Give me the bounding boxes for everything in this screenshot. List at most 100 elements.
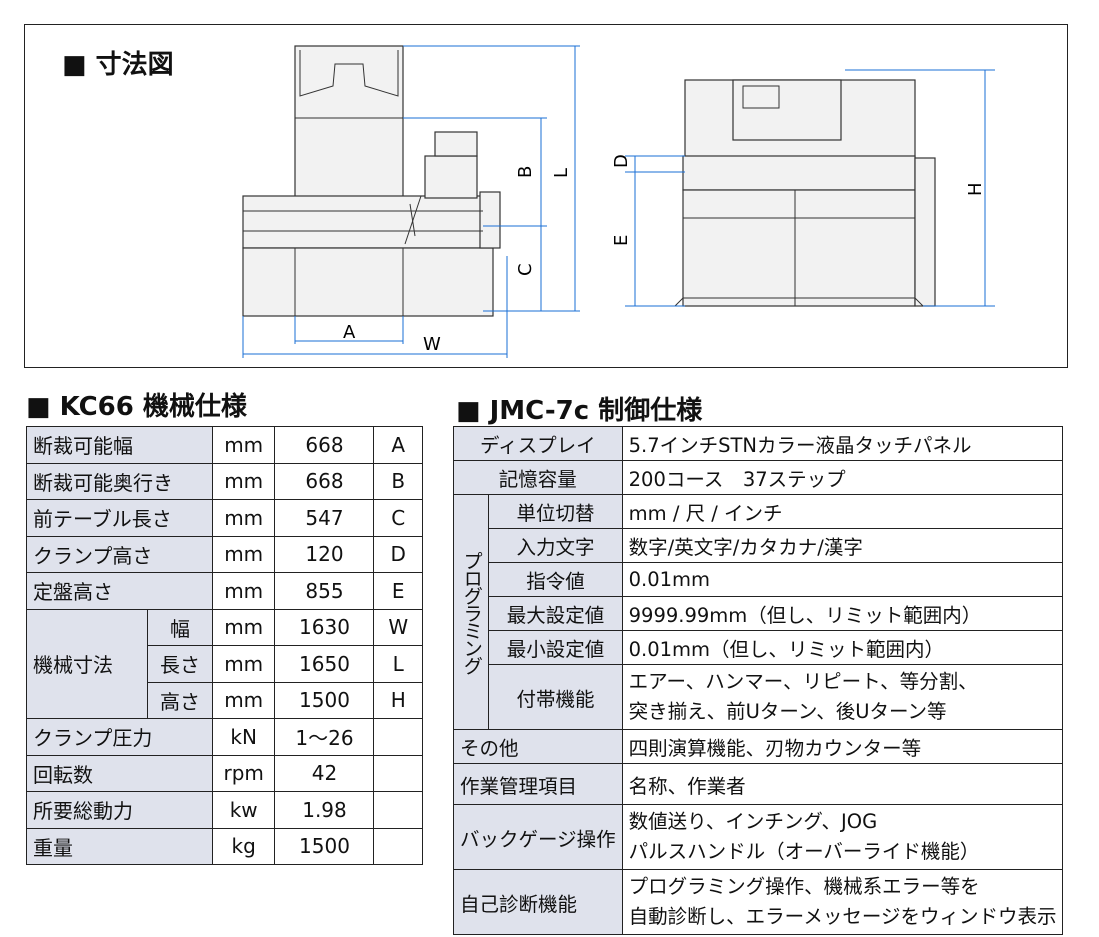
control-spec-title: ■ JMC-7c 制御仕様	[456, 396, 703, 426]
spec-code: D	[373, 535, 423, 573]
ctrl-label: 単位切替	[488, 494, 623, 529]
ctrl-value-line: 突き揃え、前Uターン、後Uターン等	[628, 700, 947, 723]
front-view-drawing: D E H	[611, 69, 995, 307]
spec-value: 1500	[274, 827, 375, 865]
table-row: 高さ mm 1500 H	[27, 681, 423, 719]
spec-value: 547	[274, 499, 375, 537]
spec-code: B	[373, 462, 423, 500]
ctrl-value: 名称、作業者	[621, 763, 1064, 805]
spec-value: 668	[274, 462, 375, 500]
spec-value: 1650	[274, 645, 375, 683]
control-spec-table: ディスプレイ 5.7インチSTNカラー液晶タッチパネル 記憶容量 200コース …	[452, 426, 1064, 935]
ctrl-value-line: パルスハンドル（オーバーライド機能）	[628, 840, 980, 863]
spec-value: 42	[274, 754, 375, 792]
table-row: 重量 kg 1500	[26, 827, 423, 865]
ctrl-label: ディスプレイ	[453, 426, 623, 461]
ctrl-label: 指令値	[488, 562, 623, 597]
table-row: 指令値 0.01mm	[454, 562, 1064, 597]
table-row: 回転数 rpm 42	[26, 754, 423, 792]
spec-label: 所要総動力	[26, 791, 213, 829]
table-row: 付帯機能 エアー、ハンマー、リピート、等分割、突き揃え、前Uターン、後Uターン等	[454, 664, 1064, 730]
spec-label: 断裁可能幅	[26, 426, 213, 464]
diagram-title: ■ 寸法図	[62, 50, 174, 80]
table-row: その他 四則演算機能、刃物カウンター等	[453, 729, 1064, 764]
ctrl-value: 数値送り、インチング、JOG パルスハンドル（オーバーライド機能）	[621, 804, 1064, 870]
side-view-drawing: A W B C L	[242, 45, 580, 358]
spec-unit: mm	[211, 535, 276, 573]
ctrl-value: 5.7インチSTNカラー液晶タッチパネル	[621, 426, 1064, 461]
table-row: 定盤高さ mm 855 E	[26, 572, 423, 610]
spec-code: E	[373, 572, 423, 610]
ctrl-label: その他	[453, 729, 623, 764]
ctrl-value: プログラミング操作、機械系エラー等を自動診断し、エラーメッセージをウィンドウ表示	[621, 869, 1064, 935]
spec-label: 断裁可能奥行き	[26, 462, 213, 500]
spec-code	[373, 718, 423, 756]
table-row: バックゲージ操作 数値送り、インチング、JOG パルスハンドル（オーバーライド機能…	[453, 804, 1064, 870]
dim-l-label: L	[551, 168, 572, 178]
spec-unit: mm	[211, 499, 276, 537]
dim-d-label: D	[611, 154, 632, 168]
ctrl-group-label: プログラミング	[452, 494, 490, 730]
table-row: 断裁可能奥行き mm 668 B	[26, 462, 423, 500]
ctrl-value-line: プログラミング操作、機械系エラー等を	[628, 875, 980, 898]
ctrl-label: 自己診断機能	[453, 869, 623, 935]
ctrl-value: 四則演算機能、刃物カウンター等	[621, 729, 1064, 764]
spec-value: 1500	[274, 681, 375, 719]
table-row: 長さ mm 1650 L	[27, 645, 423, 683]
ctrl-value-line: 自動診断し、エラーメッセージをウィンドウ表示	[628, 905, 1057, 928]
ctrl-value: 9999.99mm（但し、リミット範囲内）	[621, 596, 1064, 631]
spec-code: C	[373, 499, 423, 537]
spec-code	[373, 791, 423, 829]
spec-unit: mm	[211, 608, 276, 646]
machine-spec-table: 断裁可能幅 mm 668 A 断裁可能奥行き mm 668 B 前テーブル長さ …	[25, 426, 423, 865]
ctrl-label: 作業管理項目	[453, 763, 623, 805]
dim-h-label: H	[965, 182, 986, 196]
ctrl-value: 0.01mm（但し、リミット範囲内）	[621, 630, 1064, 665]
spec-code: A	[373, 426, 423, 464]
ctrl-value-line: 数値送り、インチング、JOG	[628, 810, 878, 833]
table-row: 自己診断機能 プログラミング操作、機械系エラー等を自動診断し、エラーメッセージを…	[453, 869, 1064, 935]
table-row: 前テーブル長さ mm 547 C	[26, 499, 423, 537]
table-row: 記憶容量 200コース 37ステップ	[453, 460, 1064, 495]
ctrl-label: 記憶容量	[453, 460, 623, 495]
spec-unit: mm	[211, 462, 276, 500]
machine-spec-title: ■ KC66 機械仕様	[26, 392, 247, 422]
spec-label: 重量	[26, 827, 213, 865]
table-row: クランプ高さ mm 120 D	[26, 535, 423, 573]
ctrl-value: エアー、ハンマー、リピート、等分割、突き揃え、前Uターン、後Uターン等	[621, 664, 1064, 730]
ctrl-value: 数字/英文字/カタカナ/漢字	[621, 528, 1064, 563]
spec-sub-label: 高さ	[147, 681, 213, 719]
spec-unit: mm	[211, 572, 276, 610]
spec-unit: kN	[211, 718, 276, 756]
spec-code: W	[373, 608, 423, 646]
spec-value: 1630	[274, 608, 375, 646]
table-row: クランプ圧力 kN 1〜26	[26, 718, 423, 756]
table-row: 入力文字 数字/英文字/カタカナ/漢字	[454, 528, 1064, 563]
table-row: 所要総動力 kw 1.98	[26, 791, 423, 829]
ctrl-label: バックゲージ操作	[453, 804, 623, 870]
spec-label: クランプ高さ	[26, 535, 213, 573]
spec-unit: mm	[211, 426, 276, 464]
spec-sub-label: 幅	[147, 608, 213, 646]
spec-sub-label: 長さ	[147, 645, 213, 683]
spec-value: 1.98	[274, 791, 375, 829]
spec-value: 1〜26	[274, 718, 375, 756]
ctrl-label: 付帯機能	[488, 664, 623, 730]
spec-unit: kw	[211, 791, 276, 829]
spec-label: 前テーブル長さ	[26, 499, 213, 537]
spec-value: 668	[274, 426, 375, 464]
spec-label: クランプ圧力	[26, 718, 213, 756]
spec-unit: rpm	[211, 754, 276, 792]
dim-w-label: W	[423, 334, 441, 355]
table-row: 断裁可能幅 mm 668 A	[26, 426, 423, 464]
dim-a-label: A	[343, 322, 356, 343]
spec-unit: mm	[211, 681, 276, 719]
ctrl-value: 200コース 37ステップ	[621, 460, 1064, 495]
dim-b-label: B	[515, 166, 536, 178]
spec-label: 回転数	[26, 754, 213, 792]
dim-c-label: C	[515, 263, 536, 276]
ctrl-label: 入力文字	[488, 528, 623, 563]
spec-unit: mm	[211, 645, 276, 683]
spec-value: 855	[274, 572, 375, 610]
spec-group-label: 機械寸法	[25, 608, 149, 719]
